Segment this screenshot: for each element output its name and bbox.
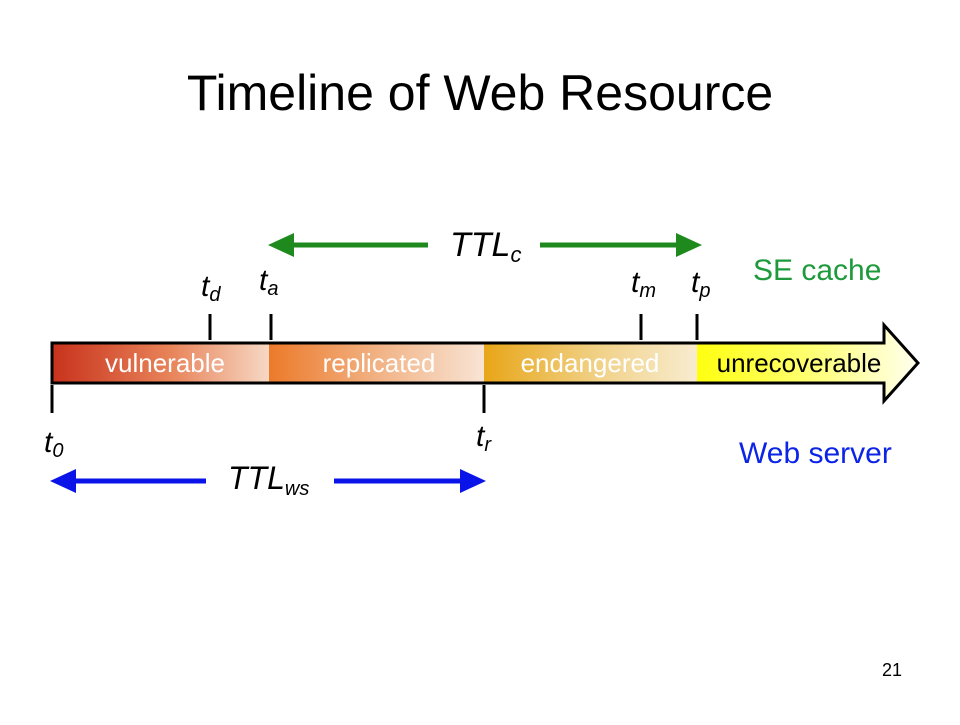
segment-replicated (269, 343, 484, 383)
marker-t-a: ta (259, 264, 278, 300)
bottom-ticks (50, 385, 486, 413)
timeline-bar (50, 321, 921, 405)
segment-vulnerable (52, 343, 269, 383)
segment-label-replicated: replicated (323, 348, 436, 378)
slide-number: 21 (882, 660, 902, 680)
marker-t-d: td (201, 270, 221, 306)
segment-label-vulnerable: vulnerable (105, 348, 225, 378)
ttl-ws-label: TTLws (228, 460, 309, 500)
marker-t-p: tp (691, 266, 710, 302)
ttl-ws-arrow (50, 469, 486, 493)
web-server-label: Web server (739, 437, 892, 470)
ttl-c-label: TTLc (450, 226, 521, 267)
marker-t-r: tr (476, 420, 492, 456)
marker-t-m: tm (631, 266, 656, 302)
segment-endangered (484, 343, 697, 383)
slide-title: Timeline of Web Resource (187, 65, 773, 121)
segment-label-unrecoverable: unrecoverable (717, 348, 882, 378)
marker-t-0: t0 (44, 426, 63, 462)
top-ticks (208, 314, 699, 340)
se-cache-label: SE cache (753, 254, 881, 287)
segment-label-endangered: endangered (521, 348, 660, 378)
timeline-outline (50, 321, 921, 405)
ttl-c-arrow (268, 233, 702, 257)
